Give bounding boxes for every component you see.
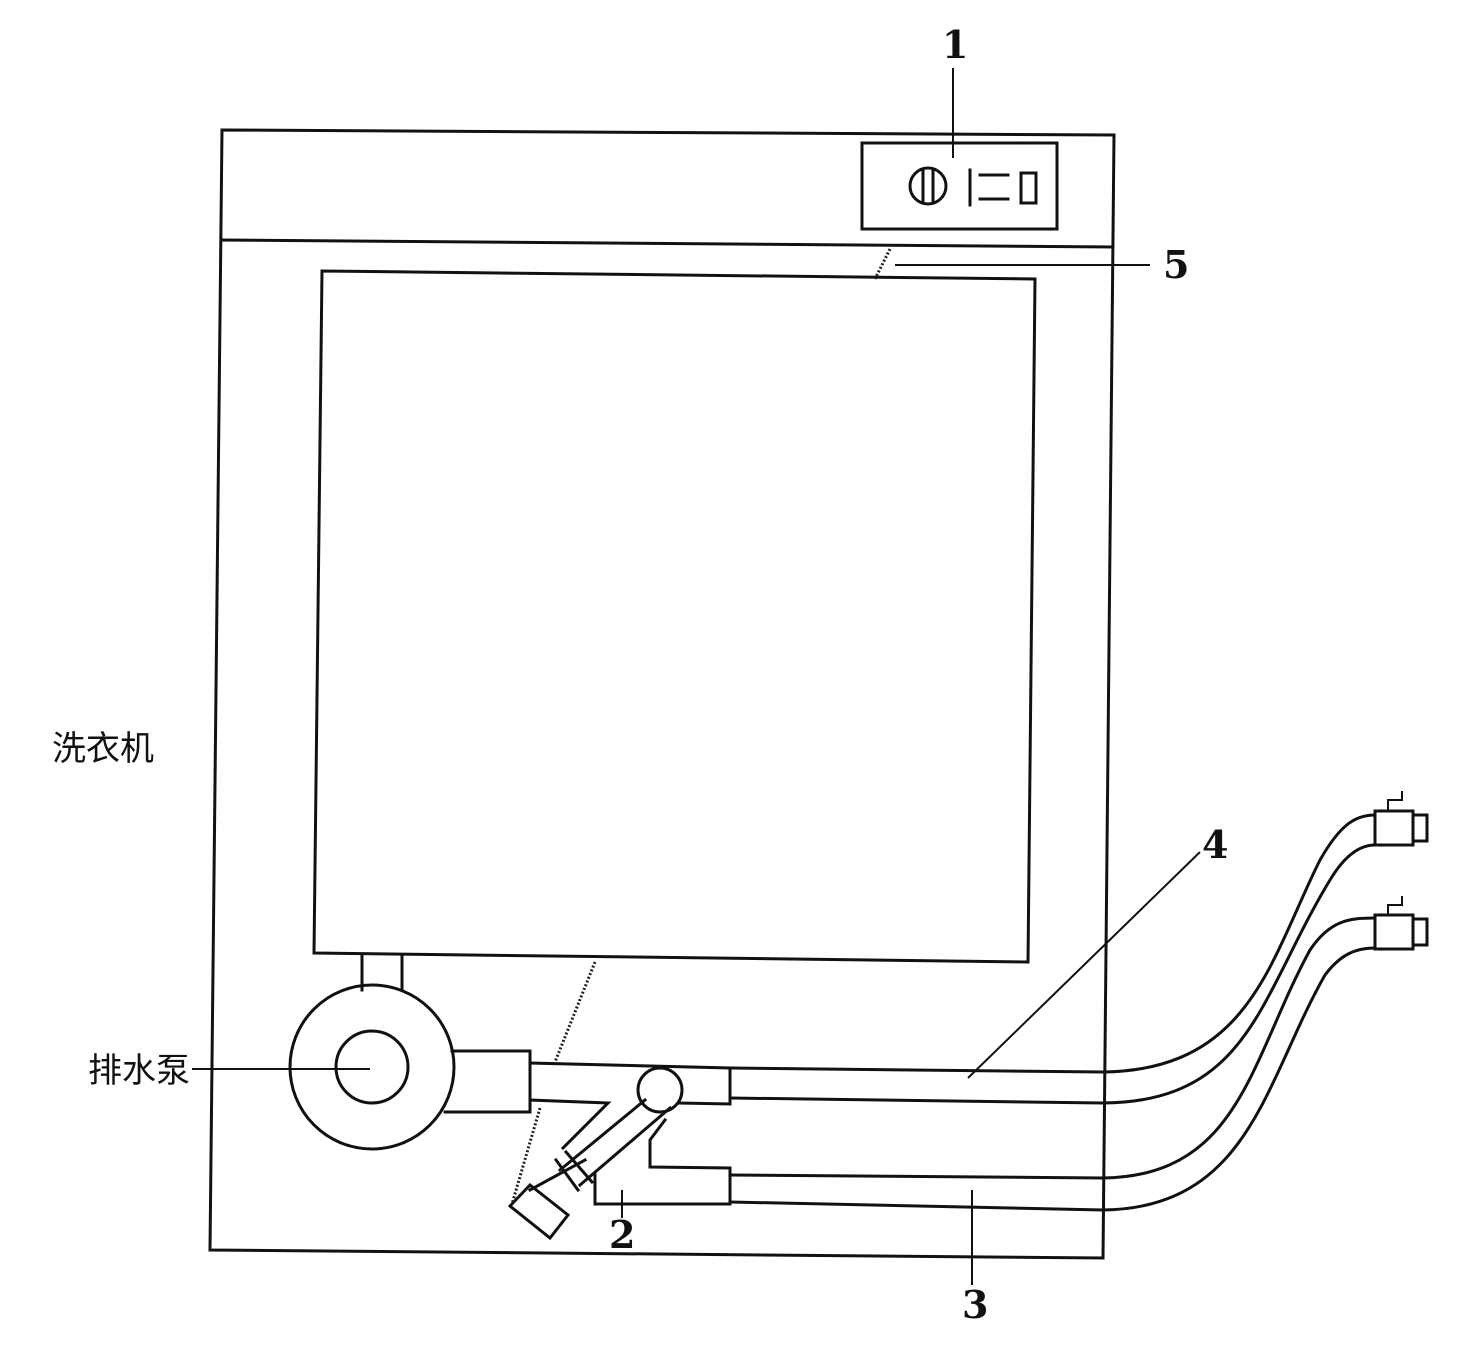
drain-pump-outer [288, 983, 456, 1151]
control-panel-divider [219, 238, 1115, 249]
hose-tap-lower-icon [1387, 896, 1403, 915]
control-wire-actuator [510, 1107, 542, 1205]
valve-manifold-upper [528, 1061, 732, 1106]
knob-icon [908, 166, 948, 206]
machine-cabinet [208, 128, 1116, 1260]
hose-nozzle-upper [1411, 813, 1429, 843]
hose-nozzle-lower [1411, 917, 1429, 947]
valve-manifold-lower [528, 1098, 612, 1151]
drain-pump [288, 983, 456, 1151]
label-part-1: 1 [942, 22, 968, 67]
control-panel [860, 141, 1059, 231]
hose-tap-upper-icon [1387, 791, 1403, 811]
drain-hose-upper-bottom [728, 843, 1377, 1105]
drain-hose-lower-top [728, 916, 1377, 1180]
label-part-5: 5 [1163, 242, 1189, 287]
label-part-4: 4 [1202, 822, 1228, 867]
display-window-icon [1019, 171, 1038, 205]
solenoid-actuator [507, 1182, 571, 1241]
control-panel-box [860, 141, 1059, 231]
hose-connector-upper [1373, 809, 1415, 847]
label-part-3: 3 [962, 1282, 988, 1327]
valve-ball [636, 1066, 684, 1114]
control-wire-bottom [553, 961, 597, 1063]
drain-pump-inner [334, 1029, 410, 1105]
valve-body [593, 1117, 732, 1206]
control-wire-top [873, 248, 892, 280]
label-drain-pump: 排水泵 [88, 1051, 190, 1091]
drain-hose-lower-bottom [728, 946, 1377, 1212]
solenoid-cross-1 [553, 1157, 581, 1193]
label-washing-machine: 洗衣机 [52, 729, 154, 769]
drain-hose-upper-top [728, 813, 1377, 1074]
valve-lever-arm [557, 1097, 673, 1188]
inner-tub [312, 269, 1037, 964]
pump-outlet-pipe [443, 1049, 532, 1114]
leader-line-4 [967, 851, 1201, 1079]
label-part-2: 2 [609, 1212, 635, 1257]
solenoid-cross-2 [563, 1149, 595, 1185]
hose-connector-lower [1373, 913, 1415, 951]
